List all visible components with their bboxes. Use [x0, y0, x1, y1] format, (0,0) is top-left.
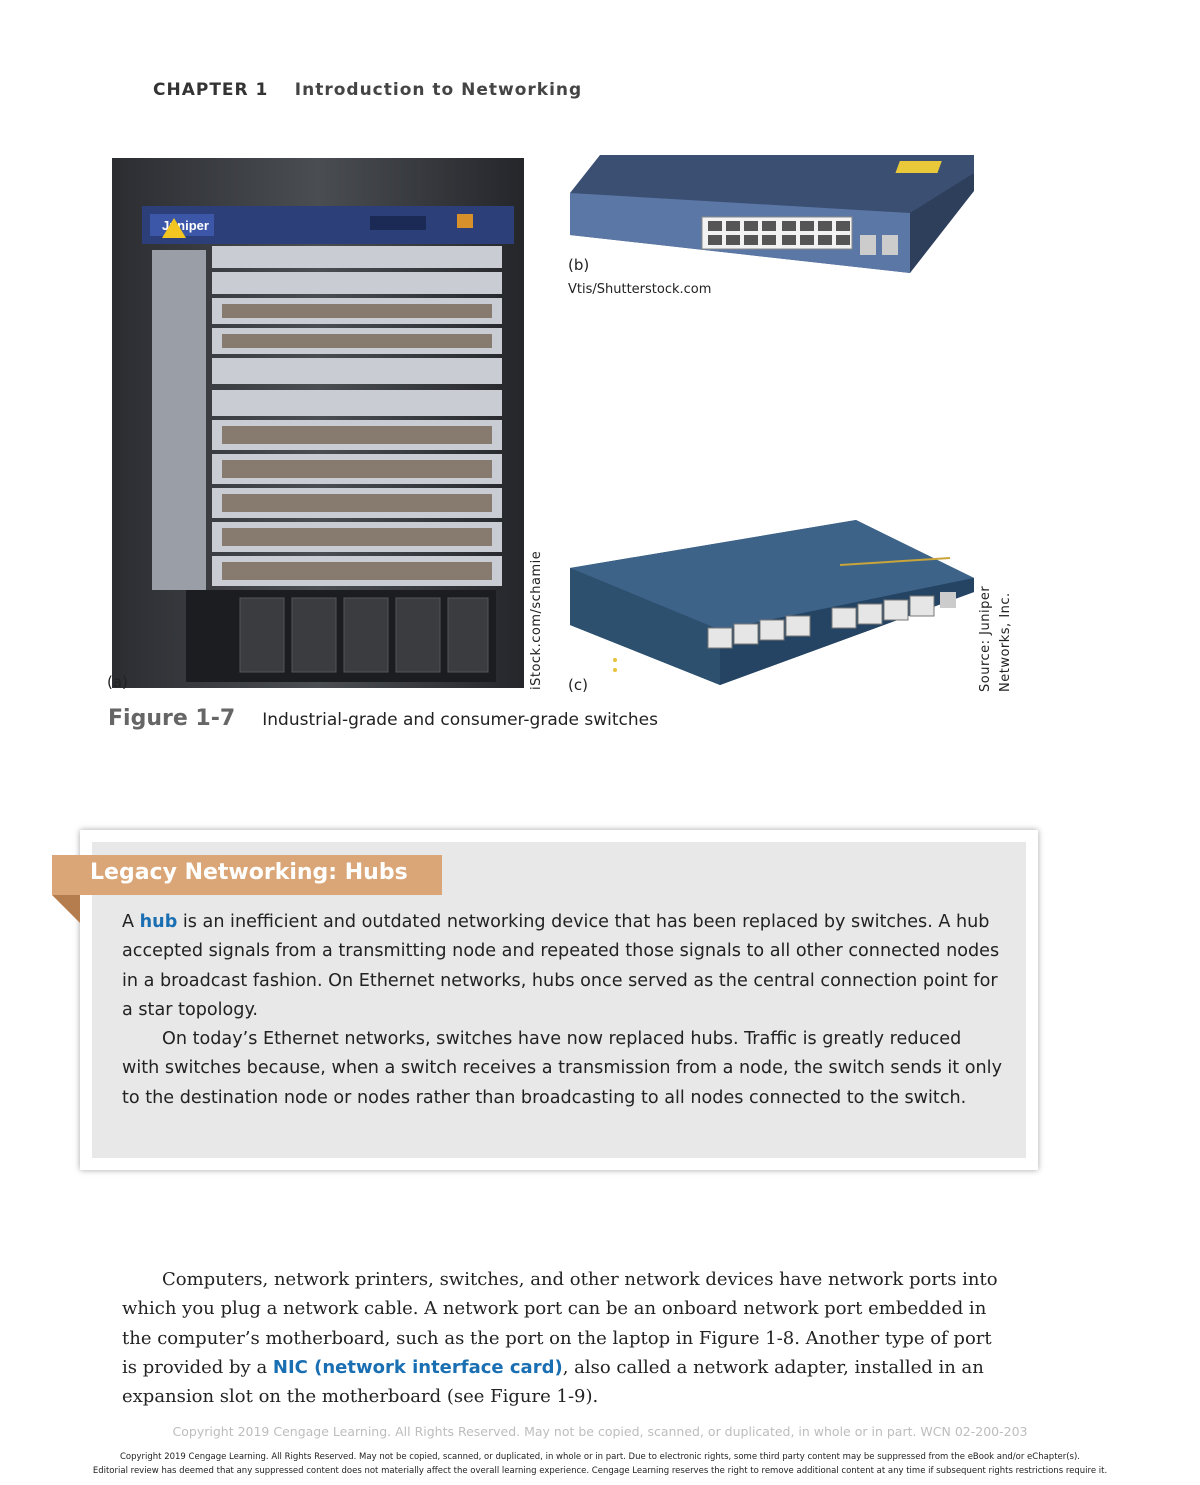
glossary-term-nic[interactable]: NIC (network interface card): [272, 1356, 563, 1378]
credit-c-line1: Source: Juniper: [978, 585, 993, 692]
figure-image-c-consumer-switch: [570, 520, 974, 685]
footer-fine-print-2: Editorial review has deemed that any sup…: [92, 1466, 1108, 1476]
credit-a: iStock.com/schamie: [529, 550, 544, 690]
sidebar-title: Legacy Networking: Hubs: [90, 860, 408, 885]
panel-a-label: (a): [107, 673, 128, 691]
chapter-title: Introduction to Networking: [294, 80, 583, 100]
glossary-term-hub[interactable]: hub: [139, 912, 178, 932]
chapter-header: CHAPTER 1 Introduction to Networking: [153, 80, 582, 100]
chapter-number: CHAPTER 1: [153, 80, 269, 100]
sidebar-paragraph-1: A hub is an inefficient and outdated net…: [122, 912, 1000, 1020]
sidebar-tab-fold: [52, 895, 80, 923]
footer-fine-print-1: Copyright 2019 Cengage Learning. All Rig…: [119, 1452, 1081, 1462]
panel-c-label: (c): [568, 676, 588, 694]
figure-caption-text: Industrial-grade and consumer-grade swit…: [262, 710, 658, 730]
sidebar-body: A hub is an inefficient and outdated net…: [122, 908, 1002, 1113]
sidebar-title-tab: [52, 855, 442, 895]
figure-image-b-rackmount-switch: [570, 155, 974, 273]
credit-c-line2: Networks, Inc.: [998, 592, 1013, 692]
figure-image-a-chassis-switch: Juniper: [112, 158, 524, 688]
body-text: Computers, network printers, switches, a…: [122, 1265, 1002, 1411]
figure-caption: Figure 1-7 Industrial-grade and consumer…: [108, 706, 658, 731]
figure-number: Figure 1-7: [108, 706, 236, 731]
body-paragraph-1: Computers, network printers, switches, a…: [122, 1269, 998, 1408]
panel-b-label: (b): [568, 256, 590, 274]
footer-copyright: Copyright 2019 Cengage Learning. All Rig…: [172, 1424, 1028, 1439]
sidebar-paragraph-2: On today’s Ethernet networks, switches h…: [122, 1029, 1002, 1108]
credit-b: Vtis/Shutterstock.com: [568, 282, 712, 297]
